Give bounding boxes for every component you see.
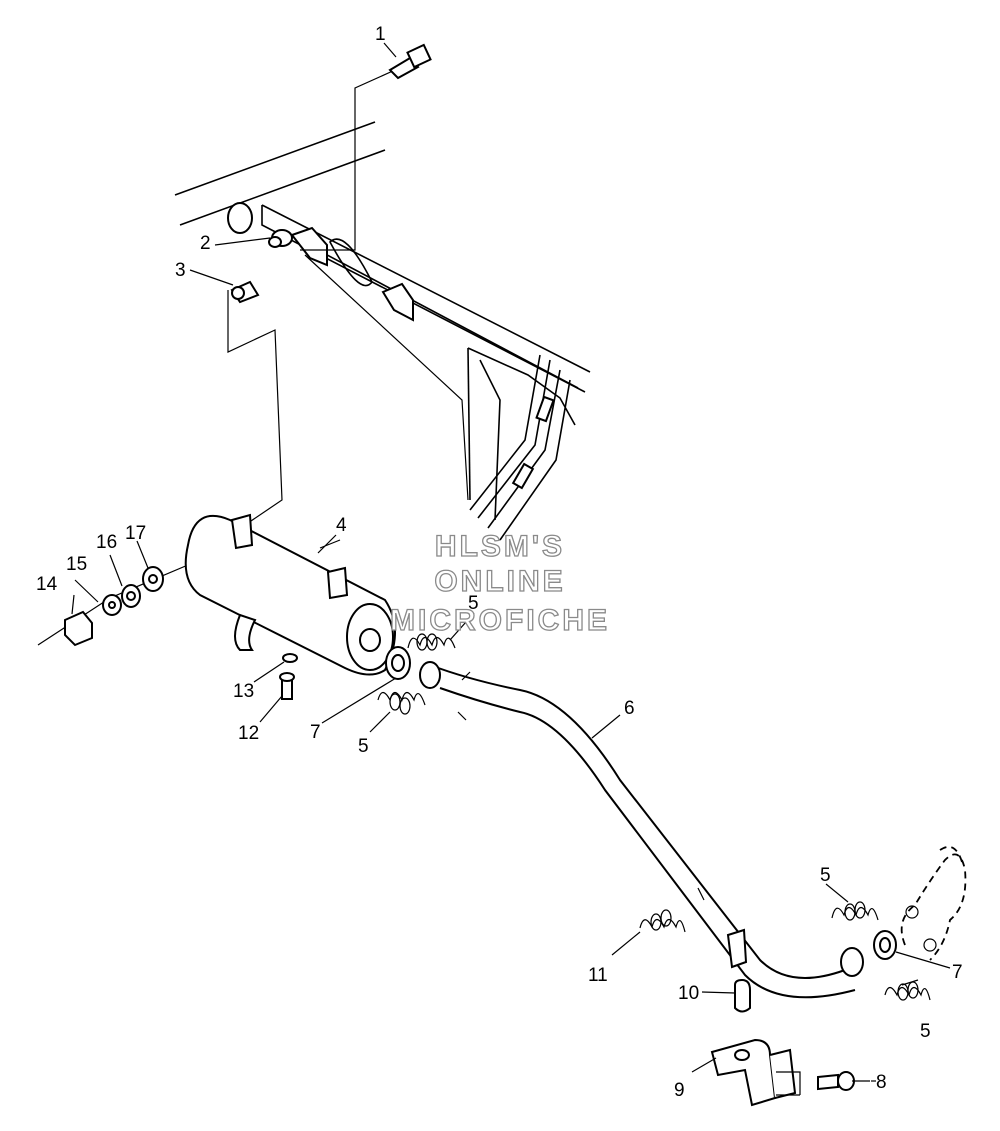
grommet-part-3	[230, 280, 260, 304]
callout-labels: 1 2 3 4 5 5 5 5 6 7 7 8 9 10 11 12 13 14…	[36, 24, 963, 1101]
spring-part-5-lower	[377, 691, 426, 715]
callout-4: 4	[336, 515, 347, 536]
frame-assembly	[174, 121, 591, 541]
gasket-part-7-left	[385, 646, 411, 680]
callout-11: 11	[588, 965, 608, 986]
callout-8: 8	[876, 1072, 887, 1093]
callout-5-top: 5	[468, 593, 479, 614]
spring-part-11	[639, 909, 686, 933]
bolt-part-1	[388, 43, 432, 80]
washer-part-16	[121, 584, 141, 608]
callout-10: 10	[678, 983, 699, 1004]
clip-part-10	[734, 978, 751, 1013]
muffler-part-4	[184, 513, 396, 676]
callout-7-right: 7	[952, 962, 963, 983]
washer-part-17	[142, 566, 164, 592]
screw-part-12	[279, 672, 295, 700]
washer-part-15	[102, 594, 122, 616]
exhaust-pipe-part-6	[419, 661, 864, 999]
watermark-line-2: ONLINE	[434, 565, 565, 598]
gasket-part-7-right	[873, 930, 897, 960]
callout-3: 3	[175, 260, 186, 281]
spring-part-5-lower-right	[884, 981, 931, 1001]
callout-7-left: 7	[310, 722, 321, 743]
leader-lines	[37, 69, 469, 646]
nut-part-14	[64, 610, 93, 647]
callout-leaders	[71, 42, 951, 1082]
watermark-line-3: MICROFICHE	[390, 604, 610, 637]
spring-part-5-upper-right	[831, 901, 879, 921]
callout-17: 17	[125, 523, 146, 544]
dashed-outline-reference	[900, 846, 967, 961]
callout-1: 1	[375, 24, 386, 45]
callout-12: 12	[238, 723, 259, 744]
callout-5-right-upper: 5	[820, 865, 831, 886]
washer-part-13	[282, 653, 298, 663]
callout-5-left: 5	[358, 736, 369, 757]
callout-6: 6	[624, 698, 635, 719]
callout-13: 13	[233, 681, 254, 702]
callout-2: 2	[200, 233, 211, 254]
callout-15: 15	[66, 554, 87, 575]
bolt-part-8	[817, 1071, 870, 1091]
watermark: HLSM'S ONLINE MICROFICHE	[389, 529, 610, 637]
bracket-part-9	[710, 1038, 801, 1107]
callout-5-right-lower: 5	[920, 1021, 931, 1042]
bushing-part-2	[268, 229, 293, 248]
callout-9: 9	[674, 1080, 685, 1101]
watermark-line-1: HLSM'S	[435, 530, 565, 563]
spring-part-5-upper	[407, 633, 456, 651]
callout-16: 16	[96, 532, 117, 553]
callout-14: 14	[36, 574, 58, 595]
